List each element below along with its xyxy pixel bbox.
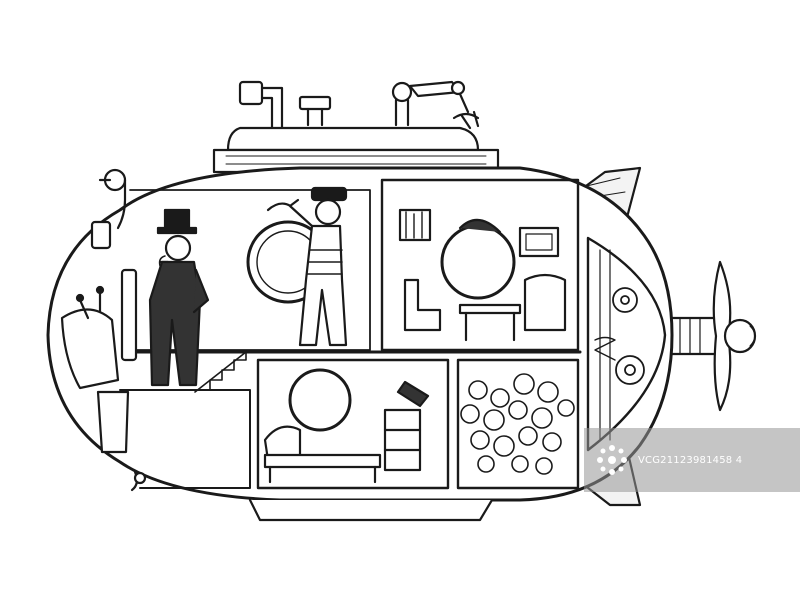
cabin-furniture [398, 208, 567, 342]
front-console [60, 268, 138, 454]
watermark-box: VCG21123981458 4 [584, 428, 800, 492]
fruit-storage [460, 373, 575, 475]
watermark-logo-icon [597, 445, 627, 475]
top-fittings [238, 80, 480, 130]
interior-compartments [119, 178, 667, 490]
conning-tower [212, 126, 500, 174]
engine-gears [594, 249, 645, 441]
berth-cabin [263, 368, 430, 484]
sailor-figure [246, 186, 348, 347]
captain-figure [148, 208, 210, 387]
stairs [194, 351, 247, 393]
watermark-text: VCG21123981458 4 [638, 454, 743, 466]
propeller [648, 260, 757, 412]
